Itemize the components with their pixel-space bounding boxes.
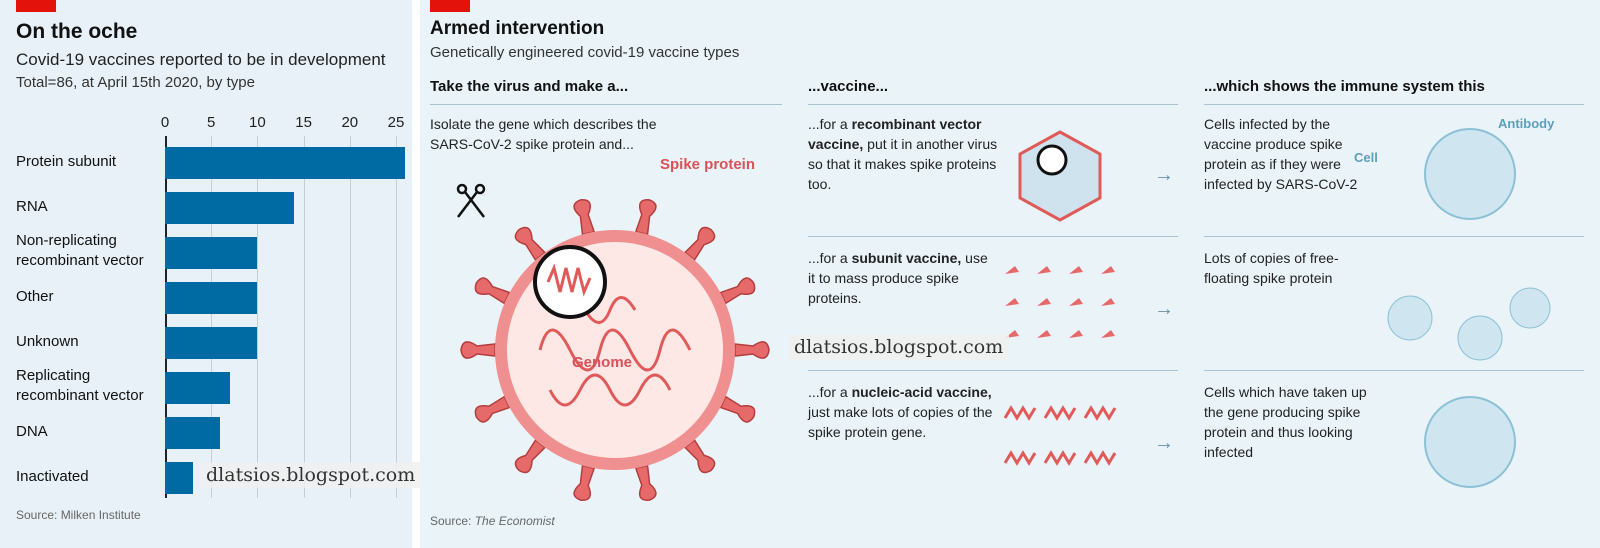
category-label: DNA [16, 423, 48, 440]
divider [808, 236, 1178, 237]
immune-illustration [1424, 128, 1516, 220]
spike [514, 226, 546, 262]
spike-protein-label: Spike protein [660, 156, 756, 173]
immune-illustration [1387, 287, 1551, 361]
watermark: dlatsios.blogspot.com [200, 462, 422, 488]
spike [684, 226, 716, 262]
watermark: dlatsios.blogspot.com [788, 334, 1010, 360]
x-tick-label: 5 [207, 114, 216, 131]
diagram-subtitle: Genetically engineered covid-19 vaccine … [430, 44, 740, 61]
bar [165, 237, 258, 269]
immune-result: Cells which have taken up the gene produ… [1204, 384, 1367, 460]
divider [1204, 370, 1584, 371]
x-tick-label: 15 [295, 114, 312, 131]
spike [474, 277, 511, 305]
divider [808, 104, 1178, 105]
vaccine-illustration [1018, 130, 1102, 222]
genome-label: Genome [572, 354, 633, 371]
bar [165, 417, 221, 449]
chart-source: Source: Milken Institute [16, 508, 141, 522]
antibody-label: Antibody [1498, 116, 1555, 131]
spike [719, 395, 756, 423]
spike [684, 438, 716, 474]
bar [165, 327, 258, 359]
cell-label: Cell [1354, 150, 1378, 165]
diagram-source: Source: The Economist [430, 514, 555, 528]
x-tick-label: 20 [341, 114, 359, 131]
category-label: Other [16, 288, 54, 305]
x-tick-label: 25 [387, 114, 405, 131]
spike [514, 438, 546, 474]
virus-illustration [456, 183, 770, 501]
divider [1204, 236, 1584, 237]
gridline [257, 136, 259, 498]
immune-illustration [1424, 396, 1516, 488]
gridline [349, 136, 351, 498]
category-label: RNA [16, 198, 48, 215]
arrow-icon: → [1154, 298, 1174, 320]
gridline [303, 136, 305, 498]
chart-title: On the oche [16, 20, 138, 43]
diagram-panel: Armed intervention Genetically engineere… [420, 0, 1600, 548]
chart-subtitle: Covid-19 vaccines reported to be in deve… [16, 50, 386, 69]
vaccine-description: ...for a subunit vaccine, use it to mass… [808, 250, 988, 306]
bar [165, 282, 258, 314]
bar [165, 147, 406, 179]
brand-tag [16, 0, 56, 12]
immune-result: Cells infected by the vaccine produce sp… [1204, 116, 1358, 192]
divider [1204, 104, 1584, 105]
x-tick-label: 10 [249, 114, 266, 131]
scissors-icon [456, 183, 486, 218]
x-tick-label: 0 [160, 114, 170, 131]
spike [460, 341, 496, 359]
diagram-title: Armed intervention [430, 18, 605, 39]
divider [808, 370, 1178, 371]
chart-note: Total=86, at April 15th 2020, by type [16, 74, 255, 91]
arrow-icon: → [1154, 164, 1174, 186]
spike [634, 199, 657, 236]
category-label: Unknown [16, 333, 79, 350]
gridline [211, 136, 213, 498]
gridline [396, 136, 397, 498]
bar [165, 462, 193, 494]
spike [474, 395, 511, 423]
bar [165, 192, 295, 224]
category-label: Inactivated [16, 468, 89, 485]
category-label: Protein subunit [16, 153, 117, 170]
immune-result: Lots of copies of free-floating spike pr… [1204, 250, 1339, 286]
vaccine-description: ...for a recombinant vector vaccine, put… [808, 116, 998, 192]
chart-panel: On the oche Covid-19 vaccines reported t… [0, 0, 422, 548]
vaccine-description: ...for a nucleic-acid vaccine, just make… [808, 384, 993, 440]
spike [573, 199, 596, 236]
column-header-3: ...which shows the immune system this [1204, 78, 1485, 95]
vaccine-illustration [1005, 266, 1115, 338]
spike [734, 341, 770, 359]
spike [719, 277, 756, 305]
column-header-1: Take the virus and make a... [430, 78, 629, 95]
brand-tag [430, 0, 470, 12]
spike [634, 464, 657, 501]
bar [165, 372, 230, 404]
arrow-icon: → [1154, 432, 1174, 454]
gridline [165, 136, 167, 498]
column-header-2: ...vaccine... [808, 78, 889, 95]
divider [430, 104, 782, 105]
vaccine-illustration [1003, 405, 1117, 466]
spike [573, 464, 596, 501]
